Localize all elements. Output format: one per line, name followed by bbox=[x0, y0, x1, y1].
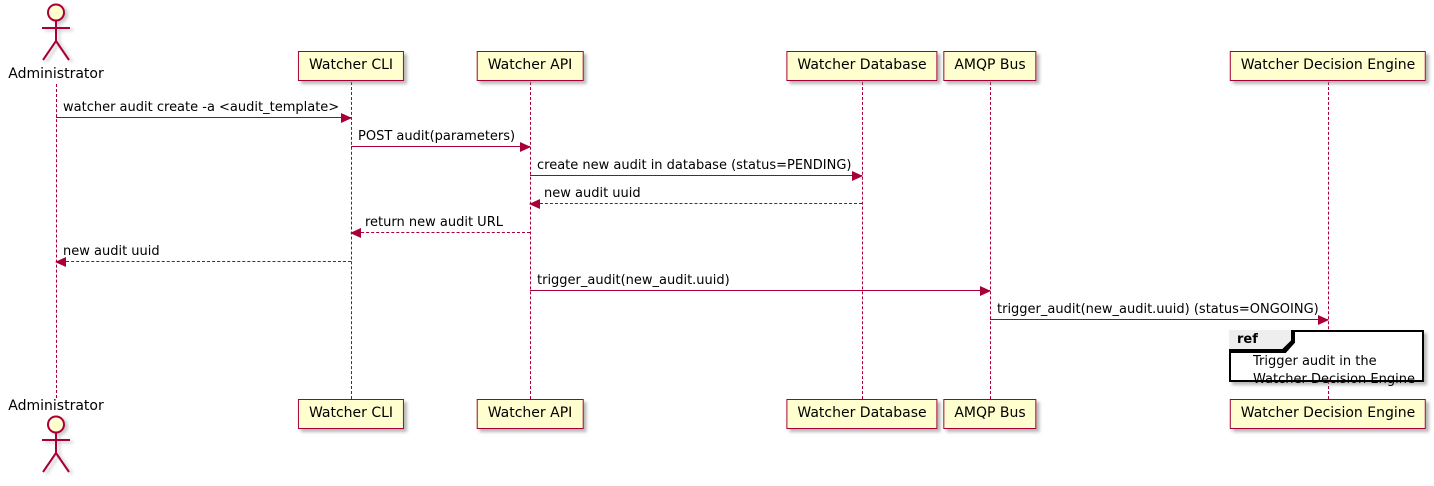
arrowhead-right-icon bbox=[341, 113, 352, 123]
participant-watcher-decision-engine-top: Watcher Decision Engine bbox=[1229, 51, 1427, 81]
arrowhead-left-icon bbox=[529, 199, 540, 209]
message-label: return new audit URL bbox=[365, 215, 503, 230]
message-new-audit-uuid-return: new audit uuid bbox=[529, 183, 862, 209]
arrowhead-right-icon bbox=[980, 286, 991, 296]
message-trigger-audit-ongoing: trigger_audit(new_audit.uuid) (status=ON… bbox=[990, 299, 1329, 325]
message-label: trigger_audit(new_audit.uuid) (status=ON… bbox=[997, 302, 1319, 317]
message-return-new-audit-url: return new audit URL bbox=[350, 212, 530, 238]
ref-text-line: Trigger audit in the bbox=[1253, 354, 1377, 369]
arrowhead-right-icon bbox=[1318, 315, 1329, 325]
lifeline-watcher-database bbox=[862, 82, 863, 399]
ref-fragment: ref Trigger audit in the Watcher Decisio… bbox=[1229, 330, 1424, 387]
lifeline-amqp-bus bbox=[990, 82, 991, 399]
message-new-audit-uuid-to-admin: new audit uuid bbox=[55, 241, 351, 267]
arrowhead-left-icon bbox=[350, 228, 361, 238]
lifeline-watcher-decision-engine bbox=[1328, 82, 1329, 399]
lifeline-administrator bbox=[56, 84, 57, 398]
message-line bbox=[530, 290, 990, 291]
participant-amqp-bus-bottom: AMQP Bus bbox=[943, 399, 1037, 429]
message-label: watcher audit create -a <audit_template> bbox=[63, 100, 340, 115]
message-label: POST audit(parameters) bbox=[358, 129, 516, 144]
arrowhead-right-icon bbox=[852, 171, 863, 181]
actor-administrator-label-bottom: Administrator bbox=[8, 398, 104, 414]
message-line bbox=[56, 117, 351, 118]
ref-text-line: Watcher Decision Engine bbox=[1253, 372, 1415, 387]
participant-watcher-cli-bottom: Watcher CLI bbox=[297, 399, 405, 429]
lifeline-watcher-cli bbox=[351, 82, 352, 399]
participant-watcher-cli-top: Watcher CLI bbox=[297, 51, 405, 81]
message-label: trigger_audit(new_audit.uuid) bbox=[537, 273, 730, 288]
message-line bbox=[351, 232, 530, 233]
message-line bbox=[530, 175, 862, 176]
message-line bbox=[990, 319, 1328, 320]
participant-watcher-database-top: Watcher Database bbox=[786, 51, 938, 81]
participant-watcher-database-bottom: Watcher Database bbox=[786, 399, 938, 429]
actor-administrator-icon-top bbox=[42, 3, 70, 61]
message-post-audit: POST audit(parameters) bbox=[351, 126, 531, 152]
message-label: new audit uuid bbox=[63, 244, 160, 259]
lifeline-watcher-api bbox=[530, 82, 531, 399]
message-line bbox=[56, 261, 351, 262]
actor-administrator-icon-bottom bbox=[42, 415, 70, 473]
message-line bbox=[351, 146, 530, 147]
participant-watcher-api-top: Watcher API bbox=[476, 51, 584, 81]
message-trigger-audit: trigger_audit(new_audit.uuid) bbox=[530, 270, 991, 296]
arrowhead-right-icon bbox=[520, 142, 531, 152]
ref-text: Trigger audit in the Watcher Decision En… bbox=[1253, 353, 1415, 389]
message-label: new audit uuid bbox=[544, 186, 641, 201]
arrowhead-left-icon bbox=[55, 257, 66, 267]
message-create-new-audit: create new audit in database (status=PEN… bbox=[530, 155, 863, 181]
ref-keyword: ref bbox=[1229, 330, 1291, 349]
participant-watcher-decision-engine-bottom: Watcher Decision Engine bbox=[1229, 399, 1427, 429]
participant-amqp-bus-top: AMQP Bus bbox=[943, 51, 1037, 81]
actor-administrator-label-top: Administrator bbox=[8, 66, 104, 82]
ref-tab-border: ref bbox=[1229, 330, 1295, 353]
participant-watcher-api-bottom: Watcher API bbox=[476, 399, 584, 429]
message-label: create new audit in database (status=PEN… bbox=[537, 158, 852, 173]
message-line bbox=[530, 203, 862, 204]
message-watcher-audit-create: watcher audit create -a <audit_template> bbox=[56, 97, 352, 123]
